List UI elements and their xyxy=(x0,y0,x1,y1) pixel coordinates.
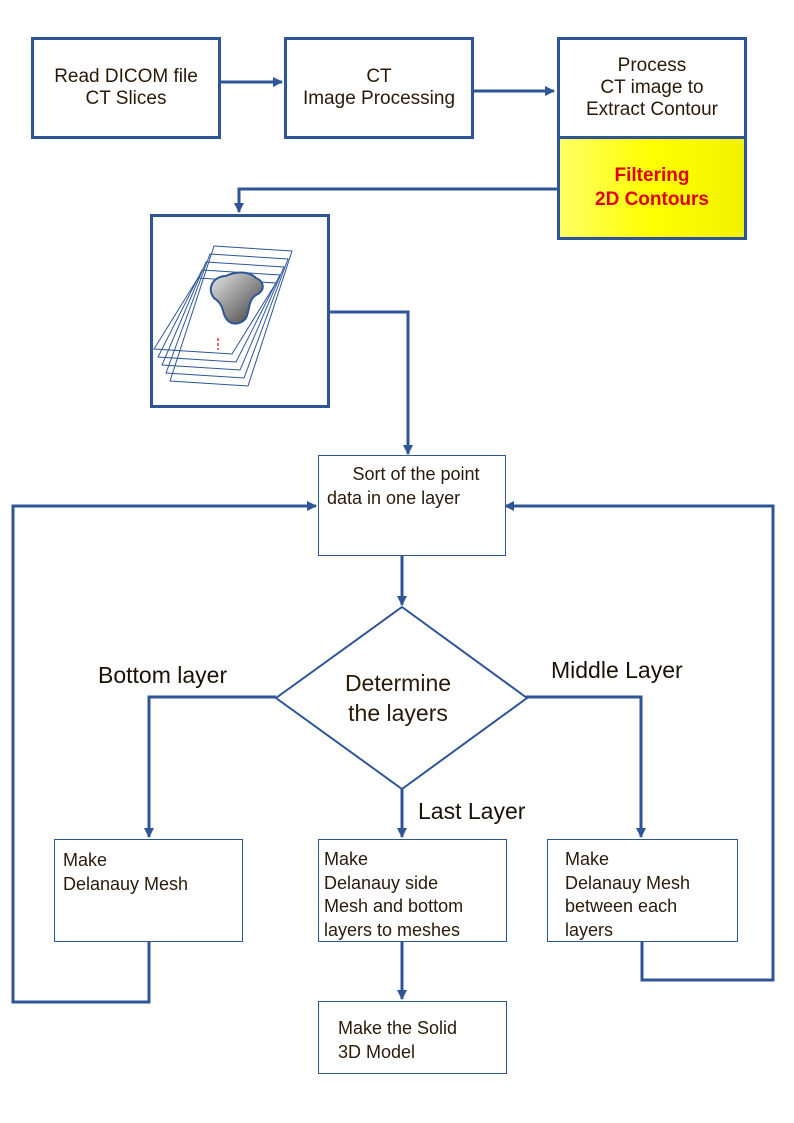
ct-slices-image-frame xyxy=(150,214,330,408)
mesh-last-line-4: layers to meshes xyxy=(324,919,461,940)
arrow-decision-to-middle xyxy=(526,695,646,838)
mesh-last-line-3: Mesh and bottom xyxy=(324,896,464,916)
mesh-middle-line-2: Delanauy Mesh xyxy=(565,872,691,893)
arrow-slices-to-sort xyxy=(330,310,413,455)
arrow-decision-to-bottom xyxy=(144,695,276,838)
determine-layers-text: Determine the layers xyxy=(300,660,500,736)
mesh-middle-box: Make Delanauy Mesh between each layers xyxy=(547,839,738,942)
process-ct-box: Process CT image to Extract Contour xyxy=(557,37,747,139)
sort-point-data-box: Sort of the point data in one layer xyxy=(318,455,506,556)
ct-processing-line-1: CT xyxy=(366,66,392,87)
label-last-layer: Last Layer xyxy=(418,798,526,824)
mesh-last-line-2: Delanauy side xyxy=(324,872,439,893)
read-dicom-box: Read DICOM file CT Slices xyxy=(31,37,221,139)
read-dicom-line-1: Read DICOM file xyxy=(54,66,198,87)
contour-blob xyxy=(209,271,264,325)
arrow-filter-to-slices xyxy=(234,187,559,213)
mesh-middle-line-3: between each xyxy=(565,896,678,916)
filtering-2d-contours-box: Filtering 2D Contours xyxy=(557,139,747,240)
solid-model-box: Make the Solid 3D Model xyxy=(318,1001,507,1074)
process-ct-line-1: Process xyxy=(617,55,687,76)
filtering-line-1: Filtering xyxy=(614,165,690,186)
process-ct-line-2: CT image to xyxy=(600,77,704,98)
label-bottom-layer: Bottom layer xyxy=(98,662,228,688)
label-middle-layer: Middle Layer xyxy=(551,657,683,683)
mesh-middle-line-4: layers xyxy=(565,919,614,940)
ct-image-processing-box: CT Image Processing xyxy=(284,37,474,139)
solid-line-1: Make the Solid xyxy=(338,1018,458,1038)
determine-line-2: the layers xyxy=(348,700,448,726)
process-ct-line-3: Extract Contour xyxy=(586,99,718,120)
mesh-bottom-box: Make Delanauy Mesh xyxy=(54,839,243,942)
ct-processing-line-2: Image Processing xyxy=(302,88,456,109)
filtering-line-2: 2D Contours xyxy=(595,189,709,210)
solid-line-2: 3D Model xyxy=(338,1042,416,1062)
mesh-middle-line-1: Make xyxy=(565,849,610,869)
ct-slices-illustration xyxy=(153,245,293,387)
mesh-bottom-line-1: Make xyxy=(63,850,108,870)
read-dicom-line-2: CT Slices xyxy=(85,88,167,109)
sort-line-1: Sort of the point xyxy=(352,464,480,484)
loop-middle-to-sort xyxy=(504,501,775,982)
mesh-last-line-1: Make xyxy=(324,849,369,869)
mesh-last-box: Make Delanauy side Mesh and bottom layer… xyxy=(318,839,507,942)
mesh-bottom-line-2: Delanauy Mesh xyxy=(63,874,189,894)
determine-line-1: Determine xyxy=(344,670,452,696)
decision-diamond xyxy=(274,605,529,791)
sort-line-2: data in one layer xyxy=(327,488,461,508)
loop-bottom-to-sort xyxy=(11,501,317,1004)
